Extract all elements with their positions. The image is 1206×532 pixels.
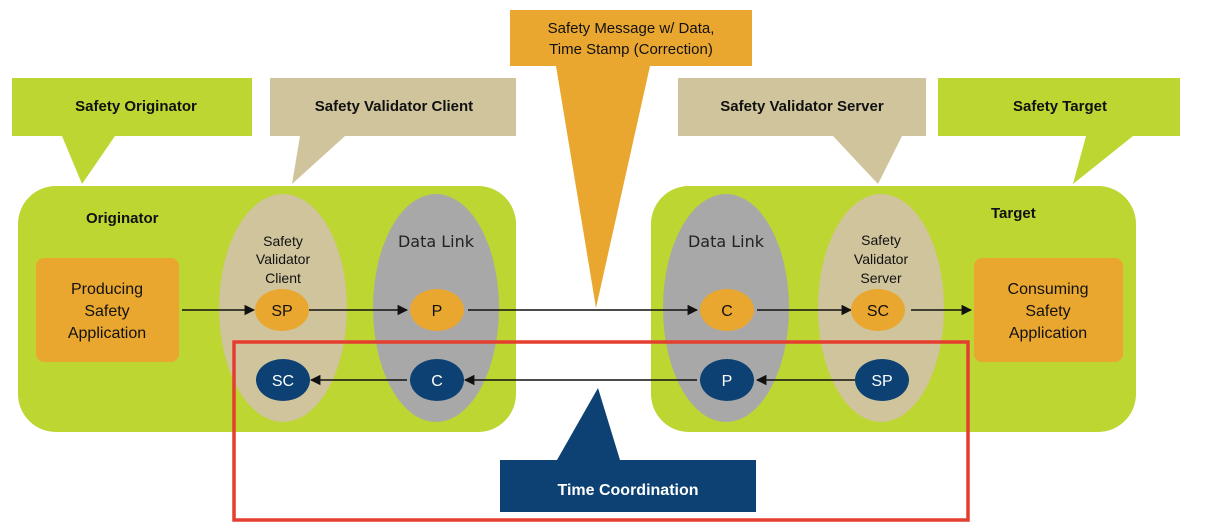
client-label-line2: Validator: [256, 251, 311, 267]
consuming-app-line1: Consuming: [1008, 281, 1089, 298]
originator-title: Originator: [86, 210, 159, 227]
originator-sc-node: SC: [256, 359, 310, 401]
safety-message-label-line2: Time Stamp (Correction): [549, 41, 713, 58]
target-sp-label: SP: [871, 373, 892, 390]
safety-validator-server-callout: Safety Validator Server: [678, 78, 926, 184]
producing-app-box: [36, 258, 179, 362]
producing-app-line3: Application: [68, 325, 146, 342]
consuming-app-line3: Application: [1009, 325, 1087, 342]
target-sc-node: SC: [851, 289, 905, 331]
originator-data-link-label: Data Link: [398, 232, 475, 251]
safety-validator-client-label: Safety Validator Client: [315, 98, 473, 115]
client-label-line1: Safety: [263, 233, 303, 249]
time-coordination-callout: Time Coordination: [500, 388, 756, 512]
safety-validator-server-label: Safety Validator Server: [720, 98, 884, 115]
target-title: Target: [991, 205, 1036, 222]
originator-p-node: P: [410, 289, 464, 331]
originator-sp-node: SP: [255, 289, 309, 331]
target-c-label: C: [721, 303, 733, 320]
server-label-line2: Validator: [854, 251, 909, 267]
target-c-node: C: [700, 289, 754, 331]
originator-c-label: C: [431, 373, 443, 390]
consuming-app-line2: Safety: [1025, 303, 1070, 320]
consuming-app-box: [974, 258, 1123, 362]
client-label-line3: Client: [265, 270, 301, 286]
safety-validator-client-callout: Safety Validator Client: [270, 78, 516, 184]
time-coordination-label: Time Coordination: [557, 482, 698, 499]
safety-originator-callout: Safety Originator: [12, 78, 252, 184]
safety-target-callout: Safety Target: [938, 78, 1180, 184]
server-label-line3: Server: [860, 270, 902, 286]
target-data-link-label: Data Link: [688, 232, 765, 251]
originator-sp-label: SP: [271, 303, 292, 320]
target-p-label: P: [722, 373, 733, 390]
safety-originator-label: Safety Originator: [75, 98, 197, 115]
originator-p-label: P: [432, 303, 443, 320]
producing-app-line1: Producing: [71, 281, 143, 298]
originator-sc-label: SC: [272, 373, 294, 390]
target-p-node: P: [700, 359, 754, 401]
safety-target-label: Safety Target: [1013, 98, 1107, 115]
target-sc-label: SC: [867, 303, 889, 320]
safety-message-callout: Safety Message w/ Data, Time Stamp (Corr…: [510, 10, 752, 308]
safety-message-label-line1: Safety Message w/ Data,: [548, 20, 715, 37]
target-sp-node: SP: [855, 359, 909, 401]
highlight-box: [232, 340, 970, 522]
producing-app-line2: Safety: [84, 303, 129, 320]
originator-c-node: C: [410, 359, 464, 401]
server-label-line1: Safety: [861, 232, 901, 248]
